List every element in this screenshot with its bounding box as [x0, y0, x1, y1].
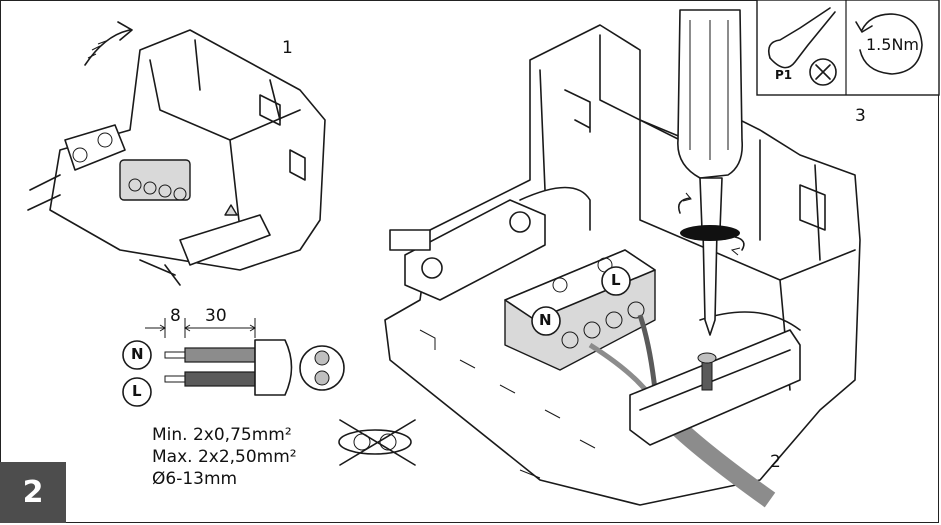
strip-length-8: 8 [170, 306, 181, 326]
terminal-l-marker [601, 266, 631, 296]
terminal-n-label: N [539, 311, 552, 329]
screwdriver [677, 9, 745, 336]
wire-n-label: N [131, 345, 144, 363]
strip-length-30: 30 [205, 306, 227, 326]
cable-spec-diameter: Ø6-13mm [152, 469, 238, 489]
forbidden-flat-cable-icon [338, 419, 416, 466]
wire-l-label: L [132, 382, 142, 400]
left-clamp [389, 186, 591, 301]
sub-step-2-label: 2 [770, 452, 781, 472]
step-number-badge: 2 [0, 462, 66, 523]
bit-size-label: P1 [775, 68, 793, 82]
right-clamp [629, 311, 801, 446]
screwdriver-icon [767, 7, 836, 69]
sub-step-1-label: 1 [282, 38, 293, 58]
terminal-l-label: L [611, 271, 621, 289]
tool-panel [756, 0, 940, 96]
wire-strip-drawing [122, 318, 345, 407]
torque-rotate-icon [855, 13, 923, 75]
small-junction-box [27, 29, 326, 286]
phillips-bit-icon [809, 58, 837, 86]
cable-spec-max: Max. 2x2,50mm² [152, 447, 297, 467]
sub-step-3-label: 3 [855, 106, 866, 126]
rotate-arrow-icon [84, 21, 133, 66]
torque-label: 1.5Nm [866, 35, 919, 54]
terminal-n-marker [531, 306, 561, 336]
cable-spec-min: Min. 2x0,75mm² [152, 425, 292, 445]
